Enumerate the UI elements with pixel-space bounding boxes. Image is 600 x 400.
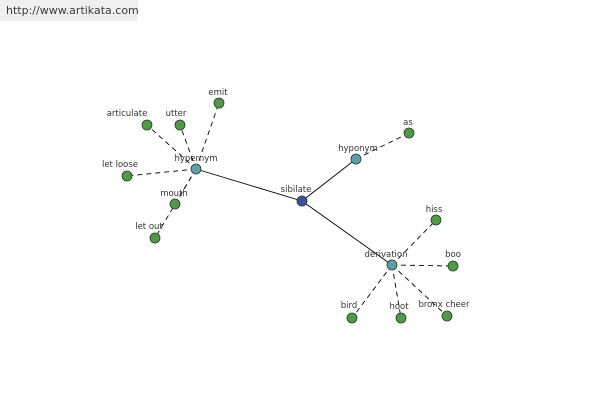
node-marker-emit[interactable] — [213, 97, 225, 109]
node-label-hyponym[interactable]: hyponym — [338, 144, 378, 154]
edge-hypernym-let-loose — [126, 168, 197, 177]
node-label-boo[interactable]: boo — [445, 250, 461, 260]
node-let-out[interactable]: let out — [135, 222, 163, 244]
node-label-let-loose[interactable]: let loose — [102, 160, 138, 170]
node-hyponym[interactable]: hyponym — [338, 144, 378, 165]
node-marker-mouth[interactable] — [169, 198, 181, 210]
node-label-let-out[interactable]: let out — [135, 222, 163, 232]
node-sibilate[interactable]: sibilate — [281, 185, 312, 207]
node-marker-bronx-cheer[interactable] — [441, 310, 453, 322]
node-articulate[interactable]: articulate — [107, 109, 153, 131]
node-label-bird[interactable]: bird — [341, 301, 358, 311]
node-marker-bird[interactable] — [346, 312, 358, 324]
node-label-derivation[interactable]: derivation — [364, 250, 407, 260]
node-marker-hoot[interactable] — [395, 312, 407, 324]
node-derivation[interactable]: derivation — [364, 250, 408, 271]
edge-derivation-hiss — [391, 219, 437, 266]
edge-hyponym-as — [355, 132, 410, 160]
node-label-articulate[interactable]: articulate — [107, 109, 148, 119]
node-marker-hyponym[interactable] — [350, 153, 362, 165]
node-label-as[interactable]: as — [403, 118, 413, 128]
edges-layer — [126, 102, 454, 319]
edge-derivation-bird — [351, 264, 393, 319]
node-marker-hypernym[interactable] — [190, 163, 202, 175]
node-hiss[interactable]: hiss — [426, 205, 443, 226]
edge-derivation-boo — [391, 264, 454, 267]
edge-hypernym-utter — [179, 124, 197, 170]
node-bird[interactable]: bird — [341, 301, 358, 324]
node-marker-as[interactable] — [403, 127, 415, 139]
edge-sibilate-hyponym — [301, 158, 357, 202]
node-marker-derivation[interactable] — [386, 259, 398, 271]
node-marker-hiss[interactable] — [430, 214, 442, 226]
node-marker-let-out[interactable] — [149, 232, 161, 244]
node-label-mouth[interactable]: mouth — [160, 189, 188, 199]
edge-hypernym-articulate — [146, 124, 197, 170]
node-mouth[interactable]: mouth — [160, 189, 188, 210]
node-emit[interactable]: emit — [208, 88, 228, 109]
node-hoot[interactable]: hoot — [389, 302, 409, 324]
node-boo[interactable]: boo — [445, 250, 461, 272]
edge-derivation-bronx-cheer — [391, 264, 448, 317]
node-label-emit[interactable]: emit — [208, 88, 228, 98]
source-url-banner[interactable]: http://www.artikata.com — [0, 0, 139, 21]
node-label-sibilate[interactable]: sibilate — [281, 185, 312, 195]
node-utter[interactable]: utter — [166, 109, 187, 131]
node-marker-boo[interactable] — [447, 260, 459, 272]
edge-hypernym-emit — [195, 102, 220, 170]
edge-sibilate-derivation — [301, 200, 393, 266]
node-marker-articulate[interactable] — [141, 119, 153, 131]
node-label-bronx-cheer[interactable]: bronx cheer — [418, 300, 470, 310]
edge-sibilate-hypernym — [195, 168, 303, 202]
nodes-layer: sibilate hypernym hyponym derivation articul… — [102, 88, 470, 324]
node-hypernym[interactable]: hypernym — [174, 154, 218, 175]
node-label-hoot[interactable]: hoot — [389, 302, 409, 312]
node-label-hiss[interactable]: hiss — [426, 205, 443, 215]
node-label-utter[interactable]: utter — [166, 109, 187, 119]
node-label-hypernym[interactable]: hypernym — [174, 154, 217, 164]
node-let-loose[interactable]: let loose — [102, 160, 138, 182]
node-marker-utter[interactable] — [174, 119, 186, 131]
node-bronx-cheer[interactable]: bronx cheer — [418, 300, 470, 322]
node-as[interactable]: as — [403, 118, 415, 139]
node-marker-sibilate[interactable] — [296, 195, 308, 207]
node-marker-let-loose[interactable] — [121, 170, 133, 182]
